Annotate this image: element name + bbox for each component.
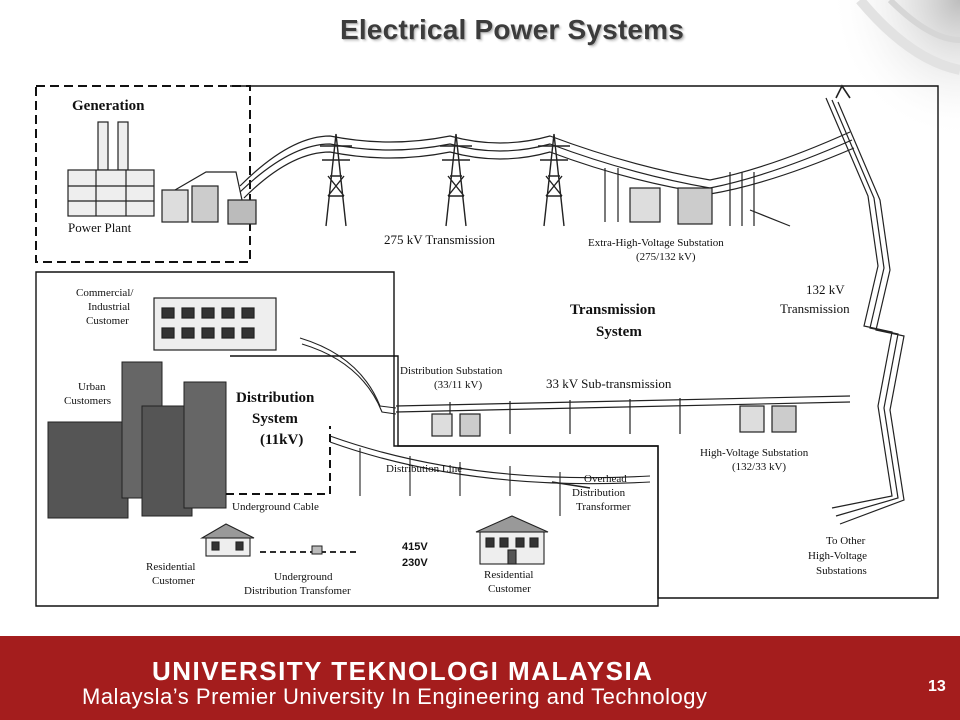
step-up-transformer-icon: [161, 171, 257, 225]
transmission-region: [230, 85, 939, 599]
commercial-building-icon: [153, 297, 277, 351]
distribution-line: [299, 337, 651, 516]
underground-cable-label: Underground Cable: [232, 501, 319, 513]
other-substations-label-1: To Other: [826, 535, 866, 547]
underground-transformer-label-2: Distribution Transfomer: [244, 585, 351, 597]
page-title: Electrical Power Systems: [339, 14, 685, 45]
corner-decoration: [830, 0, 960, 140]
transmission-system-label-1: Transmission: [570, 302, 656, 318]
transmission-132kv-label-1: 132 kV: [806, 282, 845, 297]
distribution-system-label-3: (11kV): [260, 432, 303, 448]
transmission-system-label-2: System: [596, 324, 642, 340]
underground-transformer-icon: [311, 545, 323, 555]
commercial-customer-label-3: Customer: [86, 315, 129, 327]
power-system-diagram: Generation Power Plant: [35, 84, 939, 607]
other-substations-label-2: High-Voltage: [808, 550, 867, 562]
power-plant-label: Power Plant: [68, 220, 132, 235]
residential-customer-left-label-2: Customer: [152, 575, 195, 587]
tower-1: [320, 133, 352, 227]
other-substations-label-3: Substations: [816, 565, 867, 577]
voltage-230-label: 230V: [402, 557, 428, 569]
transmission-275kv-label: 275 kV Transmission: [384, 232, 496, 247]
residential-customer-left-label-1: Residential: [146, 561, 196, 573]
transmission-275kv-line: [239, 131, 855, 199]
distribution-system-label-2: System: [252, 411, 298, 427]
commercial-customer-label-2: Industrial: [88, 301, 130, 313]
power-plant-icon: [67, 121, 155, 217]
transmission-132kv-line: [825, 84, 905, 525]
distribution-substation-icon: [431, 413, 481, 437]
distribution-system-label-1: Distribution: [236, 390, 315, 406]
underground-cable-line: [226, 426, 331, 495]
hv-substation-icon: [739, 405, 797, 433]
distribution-line-label: Distribution Line: [386, 463, 462, 475]
subtransmission-33kv-line: [395, 395, 851, 434]
voltage-415-label: 415V: [402, 541, 428, 553]
commercial-customer-label-1: Commercial/: [76, 287, 134, 299]
subtransmission-33kv-label: 33 kV Sub-transmission: [546, 376, 672, 391]
urban-customers-label-2: Customers: [64, 395, 111, 407]
distribution-substation-label-1: Distribution Substation: [400, 365, 503, 377]
underground-transformer-label-1: Underground: [274, 571, 333, 583]
ehv-substation-icon: [604, 168, 791, 227]
hv-substation-label-2: (132/33 kV): [732, 461, 786, 473]
footer-banner: [0, 636, 960, 720]
tower-2: [440, 133, 472, 227]
ehv-substation-label-1: Extra-High-Voltage Substation: [588, 237, 724, 249]
overhead-transformer-label-2: Distribution: [572, 487, 626, 499]
region-boundaries: [35, 85, 939, 607]
generation-region: [35, 85, 251, 263]
residential-house-right-icon: [475, 515, 549, 565]
university-tagline: Malaysla’s Premier University In Enginee…: [82, 684, 708, 709]
residential-house-left-icon: [199, 523, 255, 557]
university-name: UNIVERSITY TEKNOLOGI MALAYSIA: [152, 656, 654, 686]
urban-buildings-icon: [47, 361, 227, 519]
transmission-132kv-label-2: Transmission: [780, 301, 850, 316]
distribution-substation-label-2: (33/11 kV): [434, 379, 483, 391]
hv-substation-label-1: High-Voltage Substation: [700, 447, 809, 459]
urban-customers-label-1: Urban: [78, 381, 106, 393]
residential-customer-right-label-2: Customer: [488, 583, 531, 595]
ehv-substation-label-2: (275/132 kV): [636, 251, 696, 263]
overhead-transformer-label-3: Transformer: [576, 501, 631, 513]
distribution-region: [35, 271, 659, 607]
overhead-transformer-label-1: Overhead: [584, 473, 627, 485]
page-number: 13: [928, 678, 946, 695]
generation-block: Generation Power Plant: [67, 98, 257, 235]
residential-customer-right-label-1: Residential: [484, 569, 534, 581]
generation-label: Generation: [72, 98, 145, 114]
tower-3: [538, 133, 570, 227]
